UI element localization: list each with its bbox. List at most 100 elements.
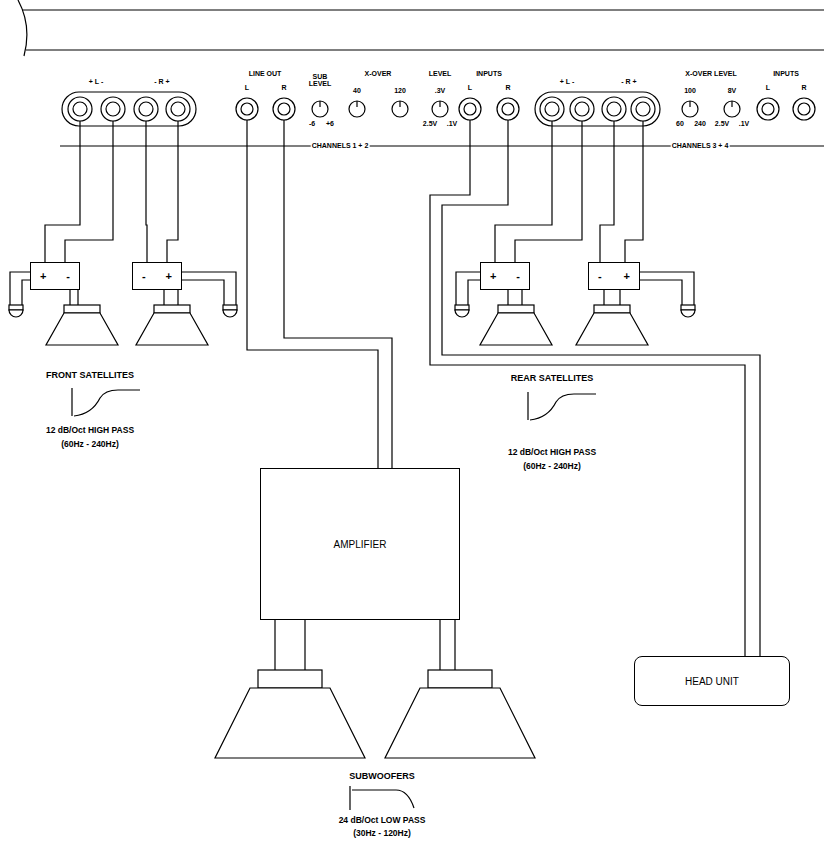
rca-jack: [497, 98, 519, 120]
box-label: +: [166, 270, 172, 282]
panel-label: 100: [683, 87, 697, 94]
panel-label: +6: [325, 120, 335, 127]
box-label: +: [40, 270, 46, 282]
box-label: -: [142, 270, 146, 282]
caption-label: (60Hz - 240Hz): [60, 439, 120, 449]
box-label: HEAD UNIT: [685, 676, 739, 687]
wire-stub: [80, 120, 643, 155]
control-knob: [432, 101, 448, 117]
panel-label: 2.5V: [422, 120, 438, 127]
subwoofer: [215, 670, 365, 758]
panel-label: .1V: [446, 120, 459, 127]
panel-label: L: [467, 84, 473, 91]
caption-label: (60Hz - 240Hz): [522, 461, 582, 471]
panel-label: R: [504, 84, 511, 91]
panel-label: X-OVER LEVEL: [684, 70, 737, 77]
rca-jack: [757, 98, 779, 120]
woofer: [136, 305, 208, 345]
subwoofer: [385, 670, 535, 758]
speaker-terminal: [540, 97, 564, 121]
tweeter: [455, 305, 469, 317]
panel-label: L: [765, 84, 771, 91]
signal-wire: [45, 155, 113, 262]
panel-label: 240: [693, 120, 707, 127]
panel-label: LINE OUT: [248, 70, 283, 77]
panel-label: .1V: [738, 120, 751, 127]
panel-label: 60: [675, 120, 685, 127]
control-knob: [682, 101, 698, 117]
box-label: -: [598, 270, 602, 282]
panel-label: 8V: [727, 87, 738, 94]
box-label: AMPLIFIER: [334, 539, 387, 550]
lowpass-icon: [350, 786, 414, 810]
rca-jack: [459, 98, 481, 120]
highpass-icon: [528, 392, 596, 420]
amplifier-box: AMPLIFIER: [260, 468, 460, 620]
control-knob: [392, 101, 408, 117]
control-knob: [724, 101, 740, 117]
panel-label: + L -: [88, 78, 104, 85]
housing-edge: [18, 0, 27, 56]
signal-wire: [600, 155, 643, 262]
panel-label: CHANNELS 1 + 2: [311, 142, 370, 149]
rca-jack: [793, 98, 815, 120]
control-knob: [349, 101, 365, 117]
panel-label: R: [280, 84, 287, 91]
crossover-box: +-: [480, 262, 530, 290]
panel-label: 120: [393, 87, 407, 94]
panel-label: 2.5V: [714, 120, 730, 127]
panel-label: - R +: [620, 78, 637, 85]
woofer: [480, 305, 552, 345]
tweeter: [9, 305, 23, 317]
rca-jack: [236, 98, 258, 120]
control-knob: [312, 101, 328, 117]
rca-jack: [273, 98, 295, 120]
caption-label: 24 dB/Oct LOW PASS: [338, 815, 427, 825]
caption-label: FRONT SATELLITES: [45, 370, 135, 380]
housing-line: [26, 49, 824, 50]
signal-wire: [146, 155, 178, 262]
panel-label: -6: [308, 120, 316, 127]
speaker-terminal: [631, 97, 655, 121]
speaker-terminal: [101, 97, 125, 121]
panel-label: X-OVER: [364, 70, 393, 77]
tweeter: [223, 305, 237, 317]
panel-label: + L -: [559, 78, 575, 85]
panel-label: R: [800, 84, 807, 91]
box-label: -: [66, 270, 70, 282]
signal-wire: [247, 155, 392, 468]
speaker-terminal: [570, 97, 594, 121]
panel-label: 40: [352, 87, 362, 94]
speaker-terminal: [602, 97, 626, 121]
housing-line: [22, 9, 824, 10]
panel-label: INPUTS: [772, 70, 800, 77]
panel-label: L: [244, 84, 250, 91]
caption-label: SUBWOOFERS: [348, 771, 416, 781]
caption-label: (30Hz - 120Hz): [352, 828, 412, 838]
crossover-box: -+: [132, 262, 182, 290]
caption-label: 12 dB/Oct HIGH PASS: [45, 425, 135, 435]
box-label: -: [516, 270, 520, 282]
caption-label: 12 dB/Oct HIGH PASS: [507, 447, 597, 457]
tweeter: [681, 305, 695, 317]
terminal-strip: [62, 92, 196, 126]
box-label: +: [624, 270, 630, 282]
panel-label: INPUTS: [475, 70, 503, 77]
box-label: +: [490, 270, 496, 282]
speaker-terminal: [68, 97, 92, 121]
crossover-box: -+: [588, 262, 640, 290]
woofer: [576, 305, 648, 345]
amplifier-panel: + L - - R + LINE OUT L R SUB LEVEL -6 +6 X-OVER 4…: [0, 0, 824, 155]
panel-label: CHANNELS 3 + 4: [671, 142, 730, 149]
terminal-strip: [535, 92, 660, 126]
signal-wire: [430, 155, 760, 656]
highpass-icon: [72, 388, 140, 416]
panel-label: .3V: [434, 87, 447, 94]
woofer: [46, 305, 118, 345]
crossover-box: +-: [30, 262, 80, 290]
caption-label: REAR SATELLITES: [510, 373, 594, 383]
panel-label: SUB LEVEL: [304, 73, 336, 88]
speaker-terminal: [134, 97, 158, 121]
